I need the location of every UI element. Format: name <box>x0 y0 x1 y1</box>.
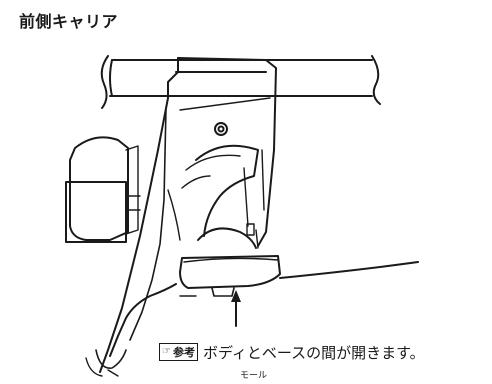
car-body-line <box>279 261 419 279</box>
roof-bar <box>100 55 381 109</box>
callout-label: モール <box>240 371 268 381</box>
reference-badge: ☞ 参考 <box>159 343 198 361</box>
base-pad <box>109 227 281 357</box>
note-text: ボディとベースの間が開きます。 <box>202 343 425 362</box>
reference-note: ☞ 参考 ボディとベースの間が開きます。 <box>159 342 425 362</box>
tower-body <box>99 57 277 373</box>
side-clamp <box>65 136 141 243</box>
badge-label: 参考 <box>172 345 195 359</box>
reference-icon: ☞ <box>162 346 171 357</box>
arrow-head <box>231 290 241 302</box>
page-title: 前側キャリア <box>19 12 119 31</box>
